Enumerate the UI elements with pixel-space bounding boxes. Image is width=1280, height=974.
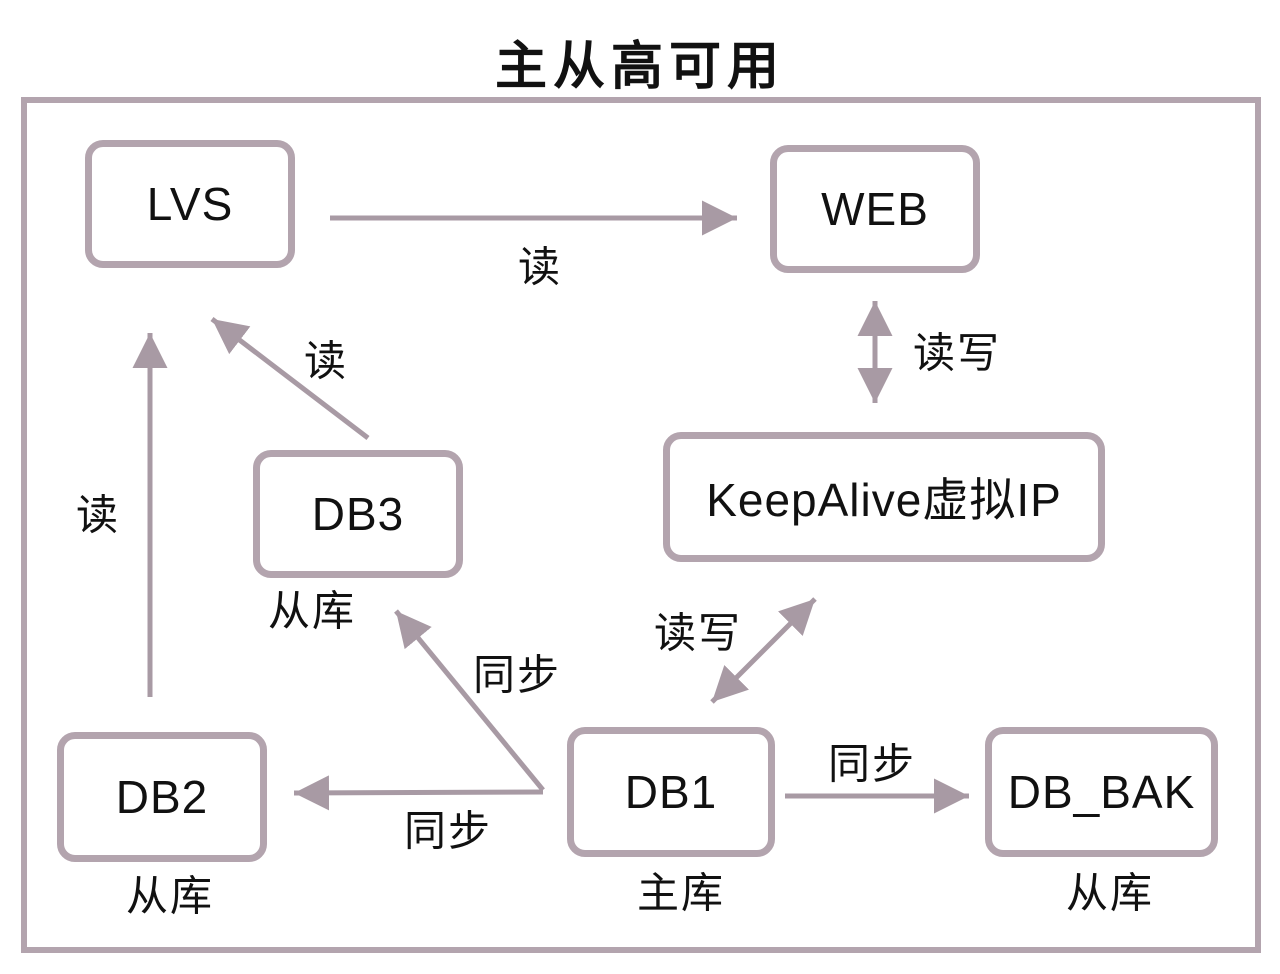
node-web-label: WEB	[821, 183, 929, 235]
node-db-bak-role-label: 从库	[1065, 869, 1155, 917]
node-db1-role-label: 主库	[636, 869, 726, 917]
node-db-bak-label: DB_BAK	[1007, 766, 1196, 818]
edge-label-db1-db2-sync: 同步	[403, 807, 493, 855]
node-db2-role-label: 从库	[125, 872, 215, 920]
node-db2: DB2	[57, 732, 267, 862]
node-lvs-label: LVS	[146, 178, 234, 230]
node-web: WEB	[770, 145, 980, 273]
edge-label-db1-db3-sync: 同步	[472, 651, 562, 699]
edge-label-lvs-web-read: 读	[517, 243, 563, 291]
edge-label-db1-dbbak-sync: 同步	[827, 740, 917, 788]
node-db1-label: DB1	[624, 766, 718, 818]
edge-label-web-keepalive-readwrite: 读写	[912, 329, 1002, 377]
edge-label-db1-keepalive-readwrite: 读写	[653, 609, 743, 657]
node-lvs: LVS	[85, 140, 295, 268]
node-db3: DB3	[253, 450, 463, 578]
diagram-title: 主从高可用	[494, 38, 785, 96]
node-keepalive-vip-label: KeepAlive虚拟IP	[706, 474, 1062, 526]
node-keepalive-vip: KeepAlive虚拟IP	[663, 432, 1105, 562]
node-db1: DB1	[567, 727, 775, 857]
node-db3-role-label: 从库	[267, 587, 357, 635]
node-db-bak: DB_BAK	[985, 727, 1218, 857]
node-db3-label: DB3	[311, 488, 405, 540]
node-db2-label: DB2	[115, 771, 209, 823]
edge-label-db3-lvs-read: 读	[303, 337, 349, 385]
edge-label-db2-lvs-read: 读	[75, 491, 121, 539]
